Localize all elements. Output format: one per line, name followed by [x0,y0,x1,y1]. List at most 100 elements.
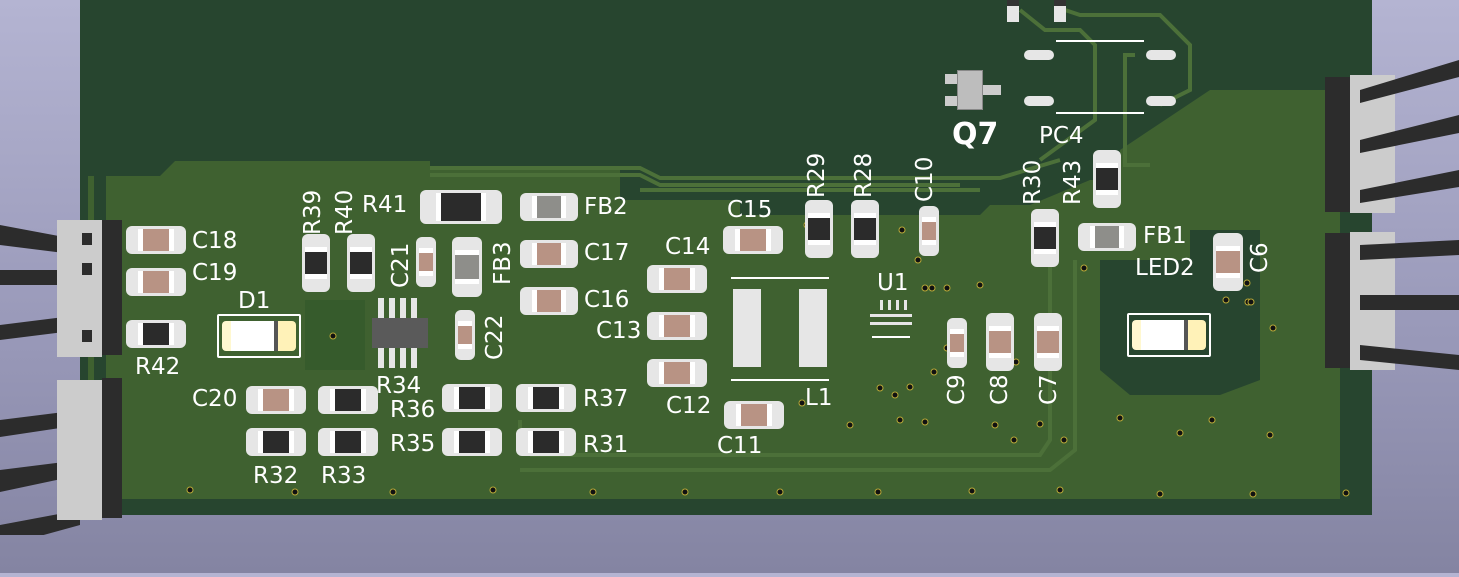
inductor-l1[interactable] [731,277,829,381]
resistor-r43[interactable] [1093,150,1121,208]
connector-j-left-top[interactable] [0,215,125,360]
capacitor-c22[interactable] [455,310,475,360]
ic-u1-pins-top [880,300,912,310]
label-r29: R29 [804,152,830,198]
resistor-r37[interactable] [516,384,576,412]
ic-u1[interactable] [866,300,916,342]
connector-j-right-bottom[interactable] [1325,230,1459,380]
label-c14: C14 [665,234,711,260]
label-u1: U1 [877,270,909,296]
capacitor-c8-body [989,325,1011,359]
capacitor-c16[interactable] [520,287,578,315]
resistor-r28[interactable] [851,200,879,258]
label-fb1: FB1 [1143,223,1187,249]
capacitor-c13[interactable] [647,312,707,340]
label-c17: C17 [584,240,630,266]
capacitor-c7-body [1037,325,1059,359]
via [891,391,899,399]
resistor-r30[interactable] [1031,209,1059,267]
resistor-r32[interactable] [246,428,306,456]
via [681,488,689,496]
capacitor-c21[interactable] [416,237,436,287]
via [943,284,951,292]
label-c8: C8 [987,374,1013,405]
resistor-r36[interactable] [318,386,378,414]
capacitor-c19-body [138,271,174,293]
capacitor-c17-body [531,243,567,265]
label-r39: R39 [300,189,326,235]
ic-u1-silk-bottom [872,336,910,338]
capacitor-c15-body [735,229,771,251]
via [874,488,882,496]
label-r28: R28 [851,152,877,198]
ic-r34-pins-top [378,298,422,318]
capacitor-c9-body [950,329,964,357]
connector-j-right-top[interactable] [1325,55,1459,215]
via [1243,279,1251,287]
resistor-r29-body [808,212,830,246]
via [921,418,929,426]
label-fb3: FB3 [490,241,516,285]
capacitor-c14[interactable] [647,265,707,293]
via [1060,436,1068,444]
inductor-l1-pad-1 [733,289,761,367]
via [1342,489,1350,497]
capacitor-c9[interactable] [947,318,967,368]
via [489,486,497,494]
via [921,284,929,292]
ferrite-fb1[interactable] [1078,223,1136,251]
resistor-r31[interactable] [516,428,576,456]
ferrite-fb2-body [531,196,567,218]
resistor-r33[interactable] [318,428,378,456]
via [589,488,597,496]
resistor-r39[interactable] [302,234,330,292]
resistor-r37-left[interactable] [442,384,502,412]
resistor-r43-body [1096,162,1118,196]
ic-u1-pins-mid [870,314,912,328]
via [1176,429,1184,437]
resistor-r41[interactable] [420,190,502,224]
label-c22: C22 [482,314,508,360]
capacitor-c7[interactable] [1034,313,1062,371]
transistor-q7[interactable] [943,68,1001,110]
resistor-r35[interactable] [442,428,502,456]
label-l1: L1 [805,385,833,411]
connector-j-left-bottom[interactable] [0,375,125,535]
resistor-r31-body [528,431,564,453]
capacitor-c11[interactable] [724,401,784,429]
capacitor-c20[interactable] [246,386,306,414]
label-c6: C6 [1247,242,1273,273]
label-c10: C10 [912,156,938,202]
resistor-r40-body [350,246,372,280]
resistor-r29[interactable] [805,200,833,258]
optocoupler-pc4[interactable] [1024,40,1176,115]
label-c15: C15 [727,197,773,223]
via [896,416,904,424]
diode-d1[interactable] [217,314,301,358]
led-led2[interactable] [1127,313,1211,357]
pc4-pad-3 [1146,50,1176,60]
capacitor-c13-body [659,315,695,337]
ferrite-fb2[interactable] [520,193,578,221]
pc4-silk-bottom [1056,112,1144,114]
label-c13: C13 [596,318,642,344]
capacitor-c15[interactable] [723,226,783,254]
label-r37: R37 [583,386,629,412]
pc4-pad-2 [1024,96,1054,106]
resistor-r40[interactable] [347,234,375,292]
capacitor-c8[interactable] [986,313,1014,371]
capacitor-c6[interactable] [1213,233,1243,291]
via [329,332,337,340]
capacitor-c12[interactable] [647,359,707,387]
capacitor-c10[interactable] [919,206,939,256]
resistor-r36-body [330,389,366,411]
capacitor-c19[interactable] [126,268,186,296]
resistor-r42[interactable] [126,320,186,348]
capacitor-c18[interactable] [126,226,186,254]
capacitor-c17[interactable] [520,240,578,268]
capacitor-c18-body [138,229,174,251]
ic-r34[interactable] [372,298,428,376]
ferrite-fb3[interactable] [452,237,482,297]
resistor-r37-left-body [454,387,490,409]
